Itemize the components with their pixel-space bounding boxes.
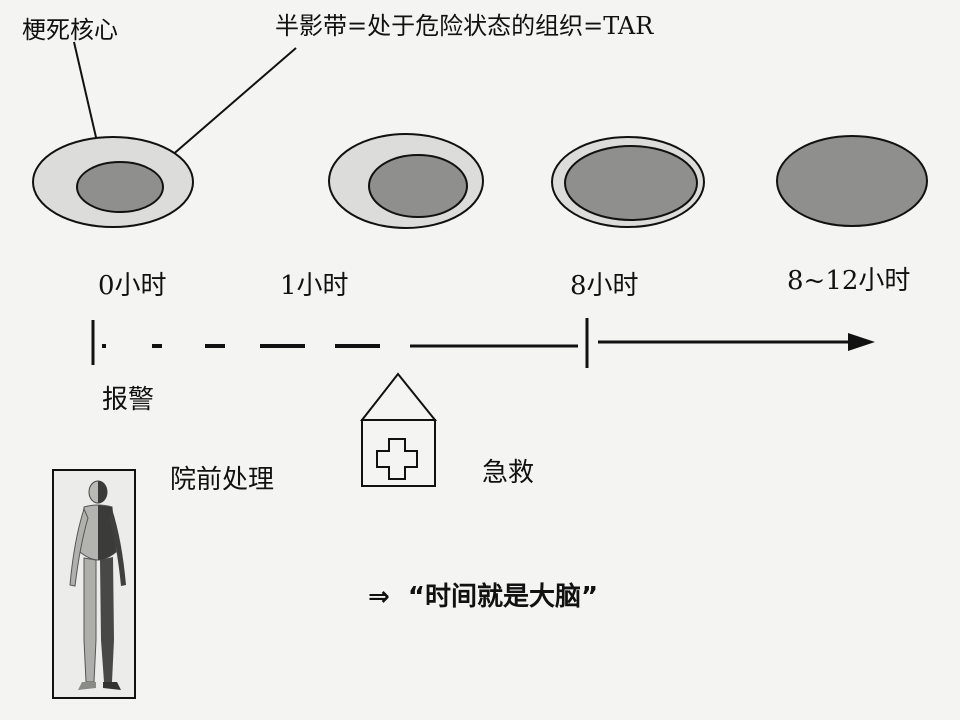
lesion-stage-8-12h bbox=[776, 135, 928, 227]
slogan-text: “时间就是大脑” bbox=[407, 582, 599, 612]
prehospital-label: 院前处理 bbox=[170, 465, 275, 495]
core-ellipse bbox=[76, 161, 164, 213]
core-ellipse bbox=[776, 135, 928, 227]
core-ellipse bbox=[368, 154, 468, 218]
timeline-axis bbox=[91, 318, 875, 368]
alarm-label: 报警 bbox=[102, 385, 155, 415]
penumbra-leader-line bbox=[169, 47, 297, 158]
time-label-0h: 0小时 bbox=[98, 271, 167, 301]
lesion-stage-0h bbox=[32, 136, 194, 228]
emergency-label: 急救 bbox=[482, 458, 535, 488]
time-label-8-12h: 8~12小时 bbox=[787, 266, 911, 296]
hospital-icon bbox=[359, 372, 438, 487]
infarct-core-label: 梗死核心 bbox=[22, 16, 118, 44]
time-label-1h: 1小时 bbox=[280, 271, 349, 301]
lesion-stage-1h bbox=[328, 133, 484, 229]
medical-cross-icon bbox=[376, 438, 418, 480]
time-label-8h: 8小时 bbox=[570, 271, 639, 301]
implies-arrow-icon: ⇒ bbox=[368, 582, 390, 612]
core-ellipse bbox=[564, 145, 698, 221]
lesion-stage-8h bbox=[551, 136, 705, 228]
penumbra-label: 半影带=处于危险状态的组织=TAR bbox=[275, 12, 654, 40]
slogan: ⇒ “时间就是大脑” bbox=[368, 584, 598, 610]
arrowhead bbox=[848, 333, 875, 351]
human-figure-picture bbox=[52, 469, 136, 699]
